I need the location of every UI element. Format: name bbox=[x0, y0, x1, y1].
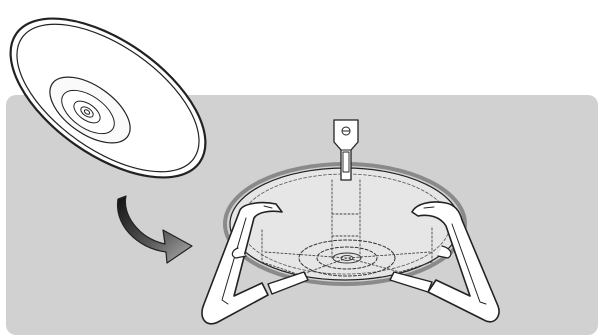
stand-leg-right bbox=[411, 201, 500, 323]
center-mount-post bbox=[333, 119, 359, 181]
stand-legs-assembly bbox=[201, 119, 500, 325]
curved-arrow-icon bbox=[116, 195, 193, 264]
stand-leg-left bbox=[201, 201, 283, 325]
disc-base-plate bbox=[9, 17, 207, 179]
stand-feet bbox=[267, 271, 433, 295]
